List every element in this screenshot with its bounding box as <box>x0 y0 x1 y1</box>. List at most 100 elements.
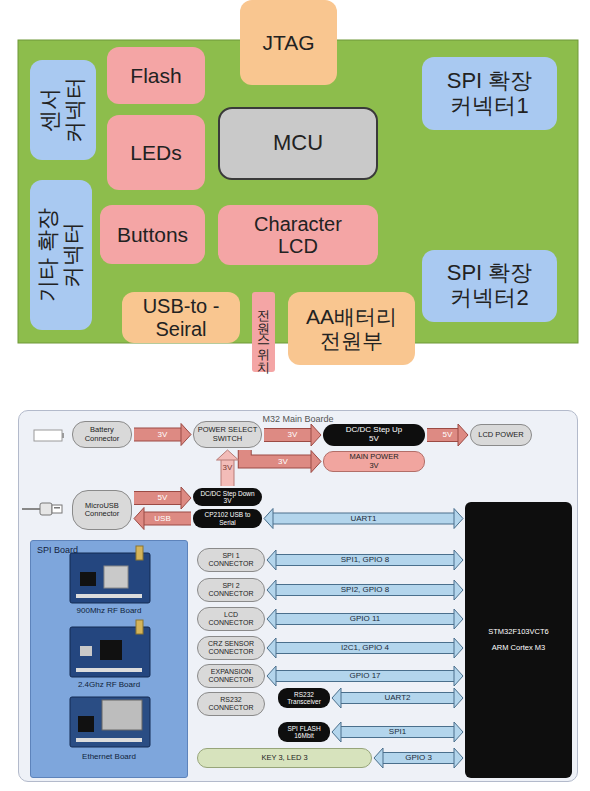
arrow-shaft <box>275 555 455 565</box>
board-image: 900Mhz RF Board <box>60 551 158 617</box>
arrow-head <box>264 509 273 529</box>
connector-pill: Battery Connector <box>72 421 132 448</box>
node-label: DC/DC Step Up 5V <box>343 426 405 444</box>
node-label: 900Mhz RF Board <box>77 607 142 616</box>
chip-pill: SPI FLASH 16Mbit <box>278 722 330 742</box>
node-label: KEY 3, LED 3 <box>261 754 307 762</box>
arrow-head <box>311 424 321 446</box>
arrow-shaft <box>275 671 455 681</box>
signal-label: SPI2, GPIO 8 <box>341 586 389 594</box>
power-arrow <box>427 424 468 446</box>
signal-label: SPI1, GPIO 8 <box>341 556 389 564</box>
node-label: LCD POWER <box>478 431 523 439</box>
arrow-shaft <box>340 727 455 737</box>
signal-arrow <box>332 688 463 708</box>
node-label: SPI Board <box>37 545 78 555</box>
arrow-head <box>454 509 463 529</box>
node-label: SPI 확장 커넥터2 <box>422 261 557 310</box>
arrow-head <box>181 487 191 509</box>
signal-label: 3V <box>288 431 298 439</box>
arrow-shaft <box>245 450 312 462</box>
chip <box>78 716 94 732</box>
signal-arrow <box>267 638 463 658</box>
component-block: Character LCD <box>218 205 378 265</box>
signal-label: SPI1 <box>389 728 406 736</box>
pin-header <box>76 594 142 598</box>
component-block: LEDs <box>107 115 205 190</box>
switch-pill: POWER SELECT SWITCH <box>193 421 262 448</box>
signal-arrow <box>267 666 463 686</box>
arrow-head <box>267 609 276 629</box>
arrow-shaft <box>275 614 455 624</box>
io-pill: KEY 3, LED 3 <box>197 748 372 768</box>
node-label: SPI 확장 커넥터1 <box>422 69 557 118</box>
node-label: MAIN POWER 3V <box>346 453 402 470</box>
signal-label: GPIO 17 <box>349 672 380 680</box>
node-label: Character LCD <box>238 213 358 258</box>
chip <box>80 572 96 586</box>
node-label: CP2102 USB to Serial <box>199 511 257 526</box>
signal-arrow <box>267 550 463 570</box>
connector-pill: LCD CONNECTOR <box>197 607 265 631</box>
arrow-outline <box>143 512 191 526</box>
arrow-outline <box>275 584 455 596</box>
arrow-head <box>454 580 463 600</box>
node-label: M32 Main Boarde <box>262 414 333 424</box>
arrow-outline <box>340 692 455 704</box>
power-arrow <box>245 450 321 473</box>
signal-label: GPIO 11 <box>350 615 381 623</box>
battery-tip <box>62 433 64 438</box>
arrow-head <box>332 688 341 708</box>
arrow-head <box>454 748 463 768</box>
node-label: ARM Cortex M3 <box>492 644 545 652</box>
arrow-head <box>267 550 276 570</box>
signal-label: UART1 <box>350 515 376 523</box>
arrow-head <box>267 580 276 600</box>
connector-pill: MicroUSB Connector <box>72 490 132 530</box>
arrow-head <box>454 688 463 708</box>
arrow-shaft <box>264 429 312 441</box>
usb-plug-pin <box>54 507 60 509</box>
arrow-head <box>454 550 463 570</box>
usb-cable-icon <box>22 503 62 515</box>
arrow-head <box>267 666 276 686</box>
arrow-outline <box>382 752 455 764</box>
battery-block: AA배터리 전원부 <box>288 292 415 365</box>
arrow-outline <box>221 459 235 486</box>
connector-block: SPI 확장 커넥터2 <box>422 250 557 322</box>
node-label: MCU <box>273 131 323 156</box>
arrow-head <box>134 508 144 530</box>
arrow-head <box>454 609 463 629</box>
node-label: EXPANSION CONNECTOR <box>201 668 261 684</box>
node-label: Ethernet Board <box>82 753 136 762</box>
power-arrow <box>134 424 191 446</box>
pcb-image <box>70 553 150 603</box>
arrow-outline <box>427 428 459 442</box>
board-frame: M32 Main BoardeBattery Connector POWER SE… <box>18 410 578 782</box>
board-image: 2.4Ghz RF Board <box>60 625 158 691</box>
connector-pill: RS232 CONNECTOR <box>197 692 265 716</box>
node-label: 2.4Ghz RF Board <box>78 681 140 690</box>
node-label: Flash <box>130 64 181 88</box>
arrow-shaft <box>134 429 182 441</box>
power-pill: MAIN POWER 3V <box>323 451 425 472</box>
mcu-block: STM32F103VCT6ARM Cortex M3 <box>465 502 572 778</box>
arrow-outline <box>275 613 455 625</box>
signal-label: 5V <box>158 494 168 502</box>
pcb-image <box>70 697 150 747</box>
signal-label: 3V <box>223 464 233 472</box>
power-pill: LCD POWER <box>470 424 532 446</box>
connector-pill: SPI 2 CONNECTOR <box>197 578 265 602</box>
component-block: Flash <box>107 47 205 104</box>
node-label: Buttons <box>117 223 188 247</box>
battery-body <box>34 430 62 441</box>
node-label: 기타 확장 커넥터 <box>36 185 85 325</box>
arrow-head <box>181 424 191 446</box>
node-label: STM32F103VCT6 <box>488 628 548 636</box>
arrow-shaft <box>272 514 455 524</box>
arrow-outline <box>275 670 455 682</box>
arrow-shaft <box>275 643 455 653</box>
